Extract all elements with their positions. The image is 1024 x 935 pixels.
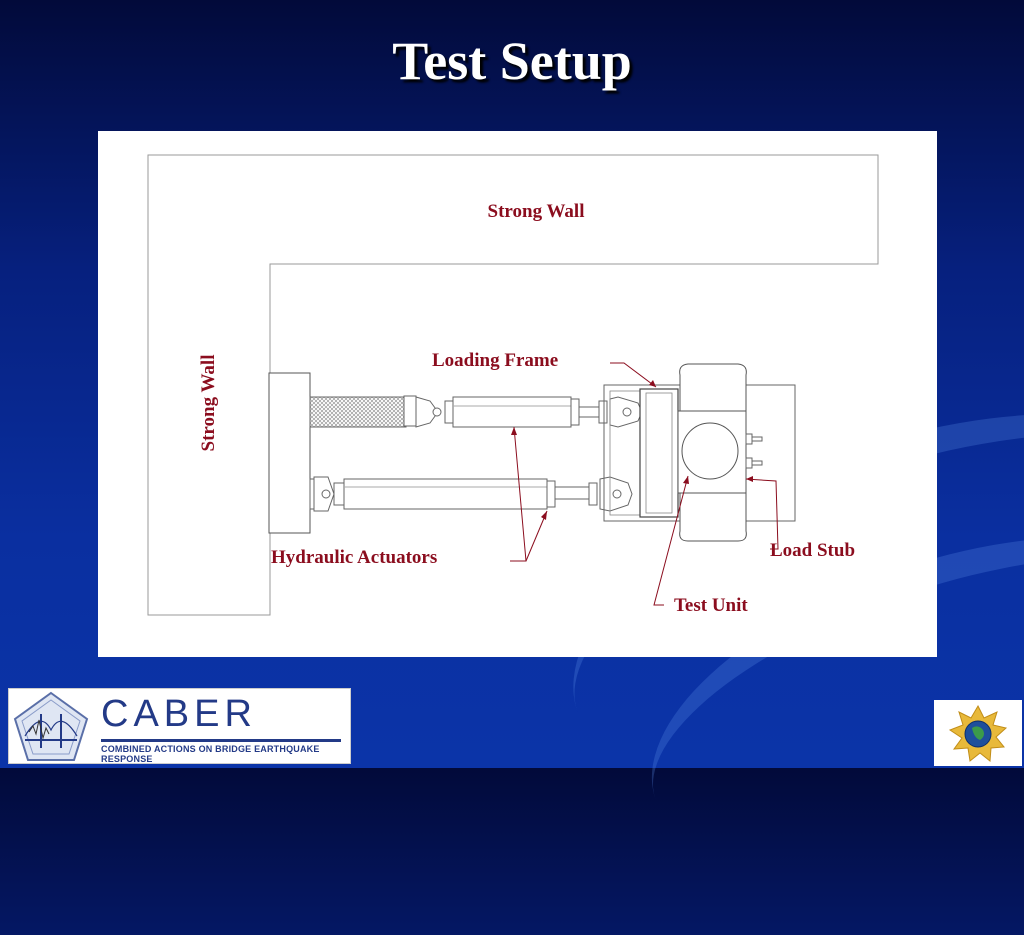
strong-wall-outline — [147, 154, 879, 616]
caber-divider — [101, 739, 341, 742]
test-setup-diagram: Strong Wall Strong Wall Loading Frame Hy… — [147, 154, 879, 616]
hydraulic-actuators-label: Hydraulic Actuators — [271, 547, 437, 568]
reaction-block — [268, 372, 311, 534]
caber-logo: CABER COMBINED ACTIONS ON BRIDGE EARTHQU… — [8, 688, 351, 764]
diagram-panel: Strong Wall Strong Wall Loading Frame Hy… — [98, 131, 937, 657]
bridge-pentagon-icon — [13, 691, 89, 761]
leader-lines — [510, 362, 779, 606]
caber-tagline: COMBINED ACTIONS ON BRIDGE EARTHQUAKE RE… — [101, 744, 320, 764]
leader-arrowheads — [511, 380, 753, 520]
load-stub-label: Load Stub — [770, 540, 855, 561]
upper-hydraulic-actuator — [309, 395, 643, 428]
strong-wall-left-label: Strong Wall — [198, 355, 219, 452]
strong-wall-top-label: Strong Wall — [488, 201, 585, 222]
nsf-logo — [934, 700, 1022, 766]
loading-frame-label: Loading Frame — [432, 350, 558, 371]
caber-wordmark: CABER — [101, 693, 257, 735]
test-unit-label: Test Unit — [674, 595, 748, 616]
nsf-globe-icon — [948, 704, 1008, 762]
lower-hydraulic-actuator — [309, 476, 633, 512]
slide-title: Test Setup — [392, 31, 632, 91]
